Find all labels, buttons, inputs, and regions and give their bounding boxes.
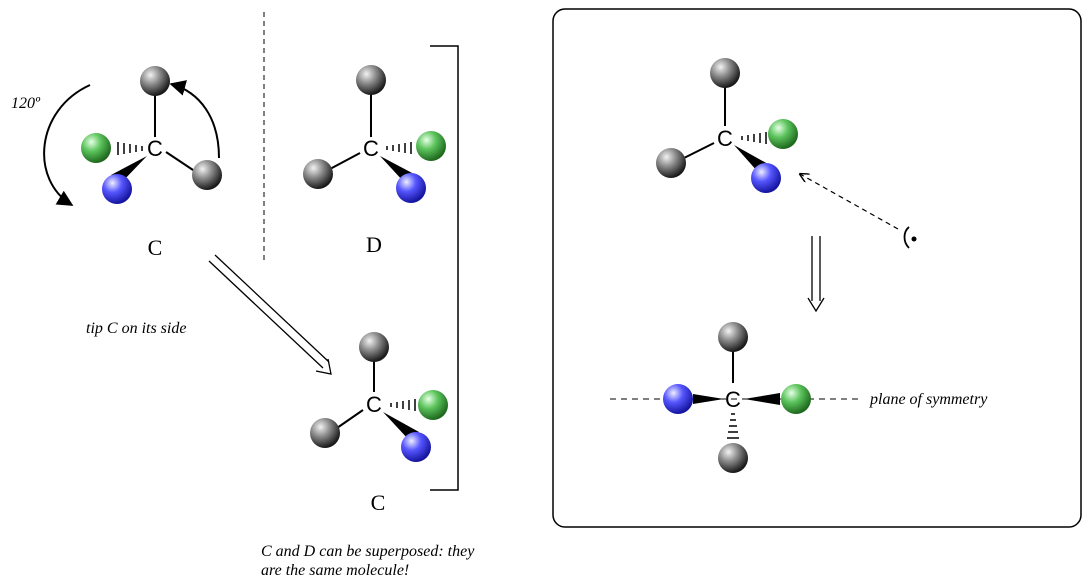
- gray-atom: [710, 58, 740, 88]
- tip-instruction: tip C on its side: [86, 320, 186, 337]
- carbon-label: C: [147, 136, 163, 161]
- green-atom: [416, 131, 446, 161]
- rotation-angle-label: 120º: [11, 95, 41, 112]
- green-atom: [81, 133, 111, 163]
- conclusion-line-1: C and D can be superposed: they: [261, 543, 475, 560]
- down-arrow: [807, 236, 825, 313]
- green-atom: [768, 119, 798, 149]
- carbon-label: C: [363, 136, 379, 161]
- panel-molecule-top: C: [656, 58, 798, 193]
- gray-atom: [356, 65, 386, 95]
- symmetry-panel: [552, 8, 1082, 528]
- panel-molecule-bottom: C plane of symmetry: [610, 322, 988, 473]
- plane-of-symmetry-label: plane of symmetry: [869, 391, 988, 408]
- wedge-bond: [693, 394, 724, 404]
- hashed-bond: [741, 132, 767, 144]
- gray-atom: [718, 322, 748, 352]
- hashed-bond: [390, 399, 416, 411]
- rotation-arrow-large: [43, 84, 91, 206]
- gray-atom: [310, 418, 340, 448]
- wedge-bond: [744, 393, 780, 405]
- blue-atom: [401, 432, 431, 462]
- blue-atom: [102, 174, 132, 204]
- carbon-label: C: [366, 392, 382, 417]
- molecule-d: C D: [303, 65, 446, 257]
- hashed-bond: [117, 142, 143, 155]
- sight-arrow: [800, 174, 899, 230]
- blue-atom: [663, 384, 693, 414]
- tip-arrow: [208, 254, 332, 375]
- blue-atom: [751, 163, 781, 193]
- blue-atom: [396, 173, 426, 203]
- gray-atom: [359, 332, 389, 362]
- gray-atom: [656, 148, 686, 178]
- rotation-arrow-small: [169, 80, 220, 159]
- gray-atom: [303, 159, 333, 189]
- hashed-bond: [386, 142, 412, 154]
- carbon-label: C: [717, 126, 733, 151]
- molecule-d-label: D: [366, 232, 382, 257]
- gray-atom: [140, 66, 170, 96]
- carbon-label: C: [725, 387, 741, 412]
- gray-atom: [718, 443, 748, 473]
- wedge-bond: [383, 412, 419, 440]
- gray-atom: [192, 160, 222, 190]
- molecule-c2-label: C: [371, 490, 386, 515]
- conclusion-line-2: are the same molecule!: [261, 562, 409, 579]
- molecule-c-label: C: [148, 235, 163, 260]
- green-atom: [418, 390, 448, 420]
- right-bracket: [430, 45, 459, 491]
- hashed-bond: [727, 413, 739, 439]
- eye-icon: [903, 226, 917, 249]
- molecule-c-top: C 120º C: [11, 66, 222, 260]
- green-atom: [781, 384, 811, 414]
- molecule-c-rotated: C C: [310, 332, 448, 515]
